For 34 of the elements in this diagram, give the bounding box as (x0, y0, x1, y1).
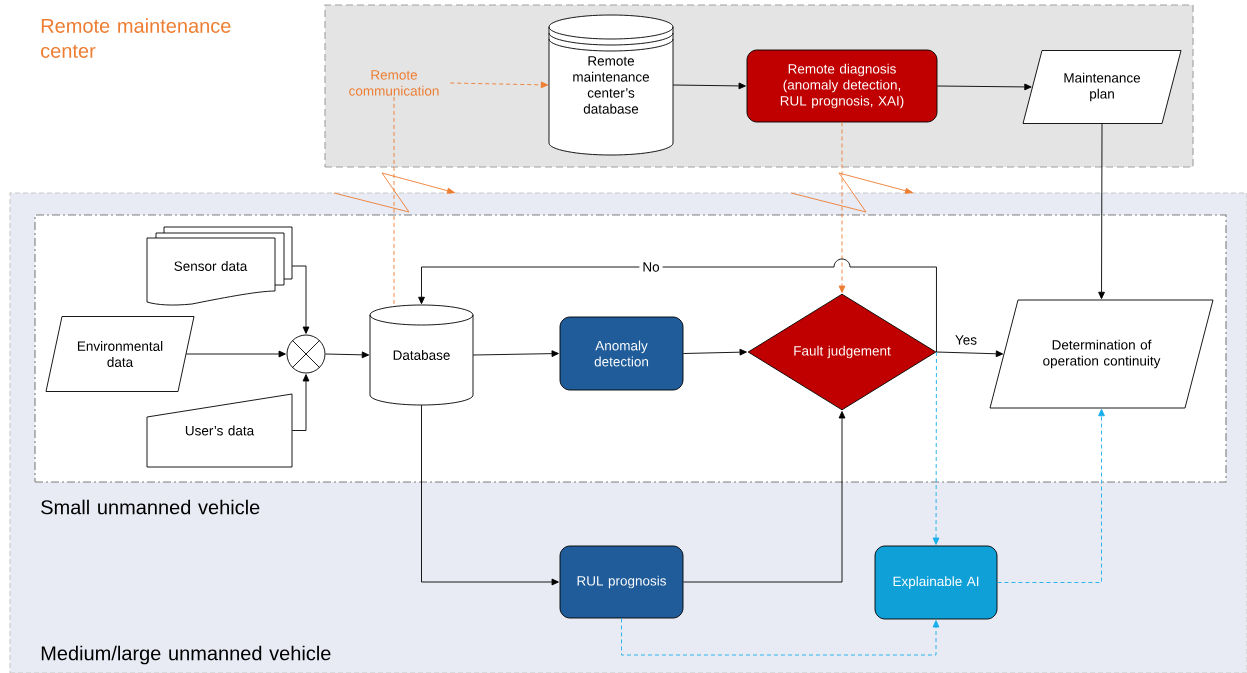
arrow (621, 618, 940, 656)
region-title: Small unmanned vehicle (41, 499, 260, 515)
data-parallelogram: Maintenance plan (1022, 50, 1182, 124)
arrow (185, 350, 286, 358)
arrow (932, 351, 940, 545)
arrow (418, 258, 937, 353)
arrow (291, 265, 310, 334)
database-cylinder: Remote maintenance center’s database (548, 14, 674, 156)
arrow (937, 83, 1032, 91)
arrow (472, 350, 559, 357)
edge-label: No (639, 259, 663, 275)
process-box: Explainable AI (874, 545, 998, 620)
arrow (683, 411, 846, 583)
region-title: Remote maintenance center (41, 18, 231, 58)
process-box: Anomaly detection (559, 316, 684, 391)
process-box: Remote diagnosis (anomaly detection, RUL prognosis, XAI) (746, 49, 938, 123)
arrow (449, 81, 549, 89)
arrow (936, 350, 1004, 358)
database-cylinder: Database (369, 304, 474, 406)
arrow (672, 82, 746, 90)
edge-label: Yes (952, 332, 980, 348)
arrow (421, 404, 559, 586)
data-parallelogram: Determination of operation continuity (989, 299, 1214, 409)
arrow (683, 348, 747, 356)
arrow (291, 374, 310, 431)
arrow (325, 351, 370, 359)
arrow (838, 122, 846, 293)
arrow (1098, 123, 1105, 300)
region-title: Medium/large unmanned vehicle (41, 645, 331, 665)
process-box: RUL prognosis (559, 545, 684, 619)
annotation-text: Remote communication (349, 70, 439, 96)
summing-junction (286, 334, 326, 374)
arrow (997, 408, 1105, 583)
document-stack: Sensor data (146, 226, 293, 306)
